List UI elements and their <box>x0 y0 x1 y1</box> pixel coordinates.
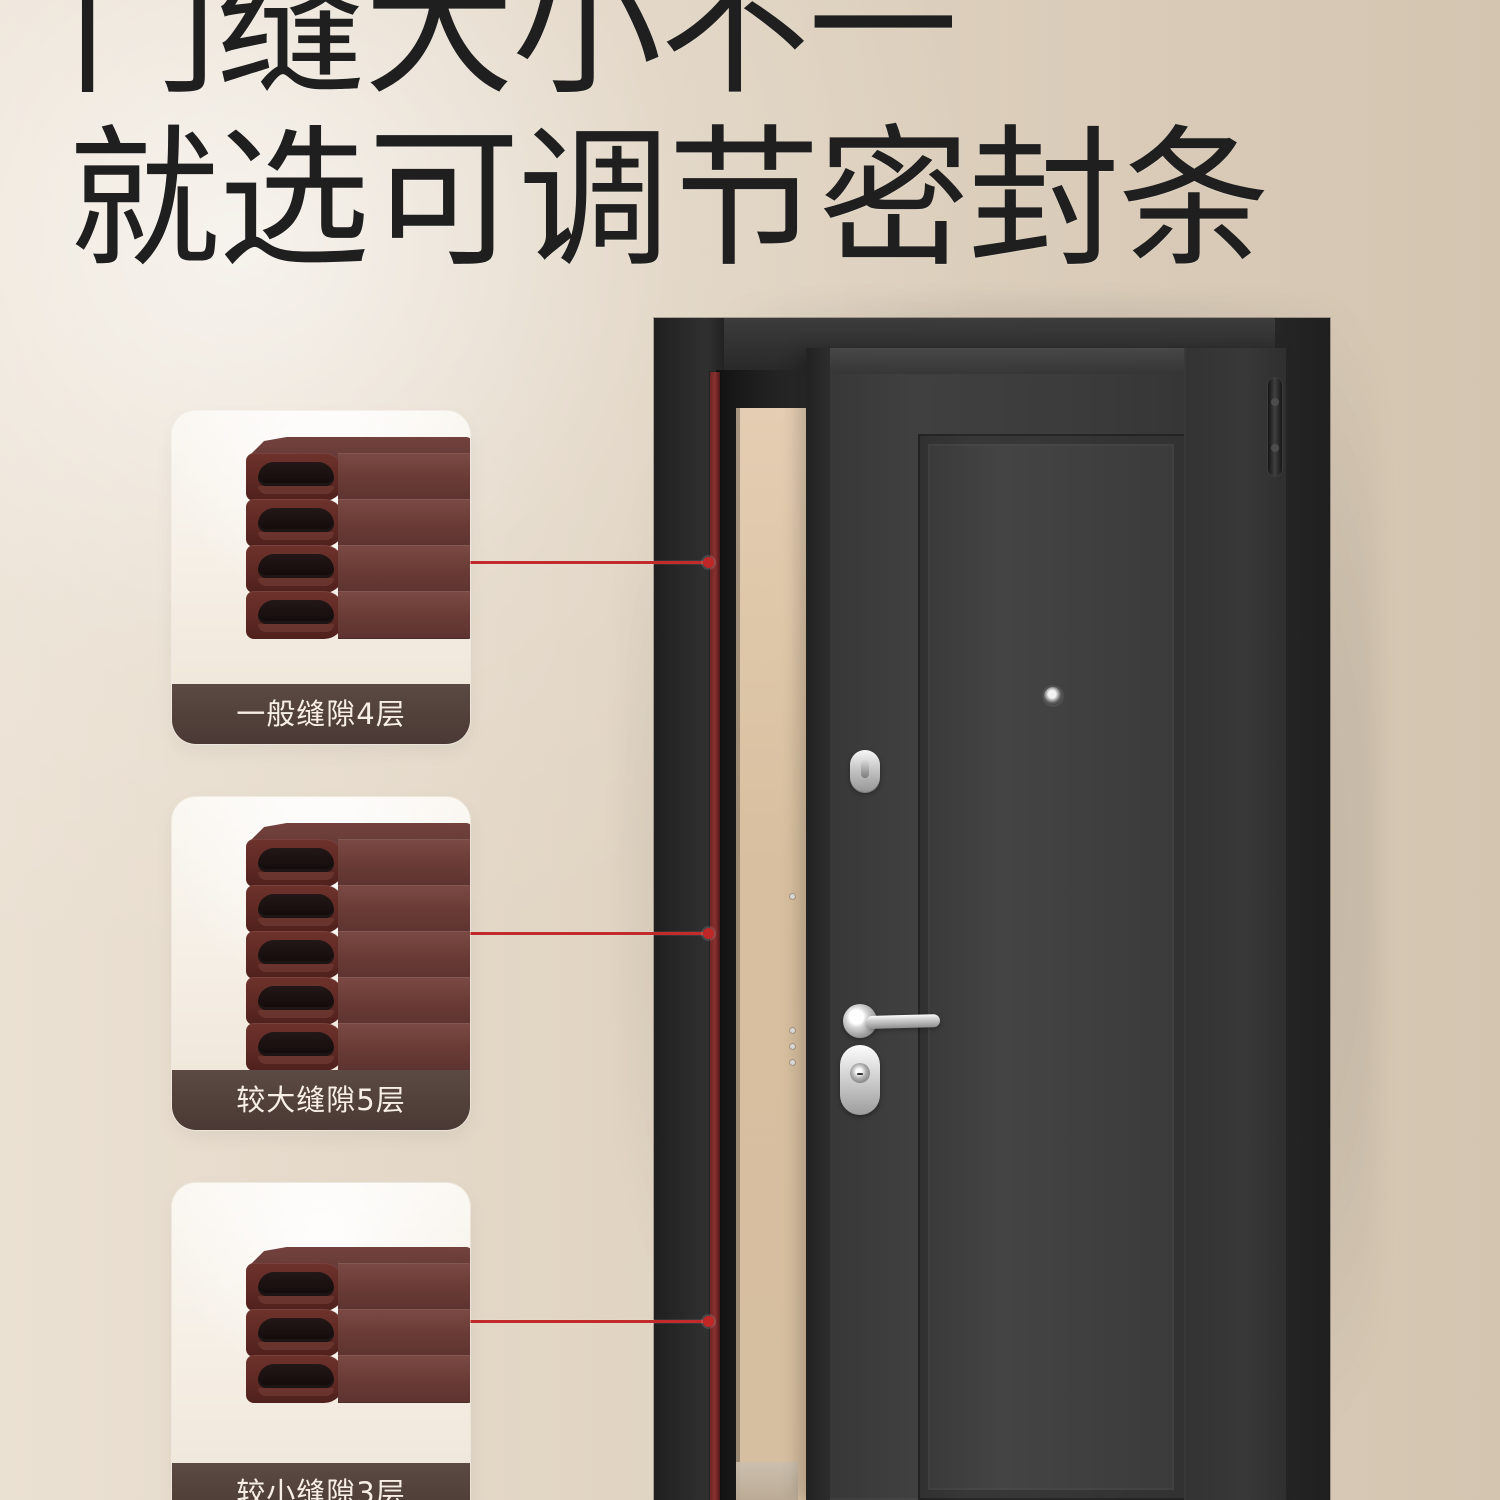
seal-layer-body <box>338 1309 470 1357</box>
seal-layer <box>246 1355 470 1403</box>
seal-layer-face <box>246 1355 344 1403</box>
seal-layer <box>246 545 470 593</box>
sample-stage <box>172 1183 470 1463</box>
sample-label-band <box>172 684 470 744</box>
door-right-stile <box>1184 348 1286 1500</box>
seal-layer-face <box>246 591 344 639</box>
seal-layer-face <box>246 931 344 979</box>
door-latch-points <box>790 894 795 1070</box>
sample-label: 一般缝隙4层 <box>236 697 406 731</box>
seal-layer-body <box>338 885 470 933</box>
connector-line-1 <box>468 557 714 568</box>
latch-point <box>790 1044 795 1049</box>
seal-layer-face <box>246 977 344 1025</box>
floor-view <box>736 1462 798 1500</box>
latch-point <box>790 1028 795 1033</box>
seal-layer-body <box>338 1263 470 1311</box>
door-edge <box>806 348 830 1500</box>
seal-layer <box>246 977 470 1025</box>
seal-layer-face <box>246 1309 344 1357</box>
sample-label-band <box>172 1070 470 1130</box>
seal-layer-face <box>246 1263 344 1311</box>
headline-line-2: 就选可调节密封条 <box>68 111 1270 288</box>
seal-layer-face <box>246 545 344 593</box>
door-gap-view <box>736 408 806 1500</box>
seal-layer-body <box>338 1023 470 1071</box>
seal-layer <box>246 591 470 639</box>
installed-seal-strip <box>710 372 720 1500</box>
sample-card-4-layer: 一般缝隙4层 <box>172 411 470 744</box>
seal-layer-body <box>338 499 470 547</box>
headline-line-1: 门缝大小不一 <box>68 0 958 116</box>
seal-layer <box>246 885 470 933</box>
peephole-icon <box>1044 687 1062 705</box>
seal-layer <box>246 1309 470 1357</box>
seal-layer-body <box>338 545 470 593</box>
seal-layer-body <box>338 931 470 979</box>
seal-layer <box>246 931 470 979</box>
sample-card-3-layer: 较小缝隙3层 <box>172 1183 470 1500</box>
door-handle[interactable] <box>865 1014 941 1029</box>
seal-3-layer-icon <box>246 1247 470 1453</box>
seal-layer-face <box>246 885 344 933</box>
door-panel-inner <box>928 444 1174 1490</box>
seal-layer <box>246 499 470 547</box>
seal-layer-face <box>246 1023 344 1071</box>
seal-5-layer-icon <box>246 823 470 1109</box>
sample-stage <box>172 797 470 1071</box>
sample-label: 较大缝隙5层 <box>236 1083 406 1117</box>
seal-4-layer-icon <box>246 437 470 693</box>
connector-line-2 <box>468 928 714 939</box>
door-panel <box>918 434 1186 1500</box>
seal-layer-body <box>338 591 470 639</box>
seal-layer-body <box>338 977 470 1025</box>
seal-layer <box>246 453 470 501</box>
seal-layer-body <box>338 839 470 887</box>
seal-layer-face <box>246 453 344 501</box>
lock-cylinder-icon <box>840 1045 880 1115</box>
hinge-icon <box>1268 378 1282 476</box>
sample-label: 较小缝隙3层 <box>236 1476 406 1500</box>
seal-layer-body <box>338 1355 470 1403</box>
latch-point <box>790 1060 795 1065</box>
sample-card-5-layer: 较大缝隙5层 <box>172 797 470 1130</box>
sample-stage <box>172 411 470 684</box>
seal-layer <box>246 839 470 887</box>
seal-layer <box>246 1023 470 1071</box>
seal-layer-body <box>338 453 470 501</box>
latch-point <box>790 894 795 899</box>
door-leaf <box>790 348 1286 1500</box>
sample-label-band <box>172 1463 470 1500</box>
connector-line-3 <box>468 1316 714 1327</box>
seal-layer-face <box>246 499 344 547</box>
seal-layer-face <box>246 839 344 887</box>
seal-layer <box>246 1263 470 1311</box>
upper-lock-icon <box>850 750 880 792</box>
